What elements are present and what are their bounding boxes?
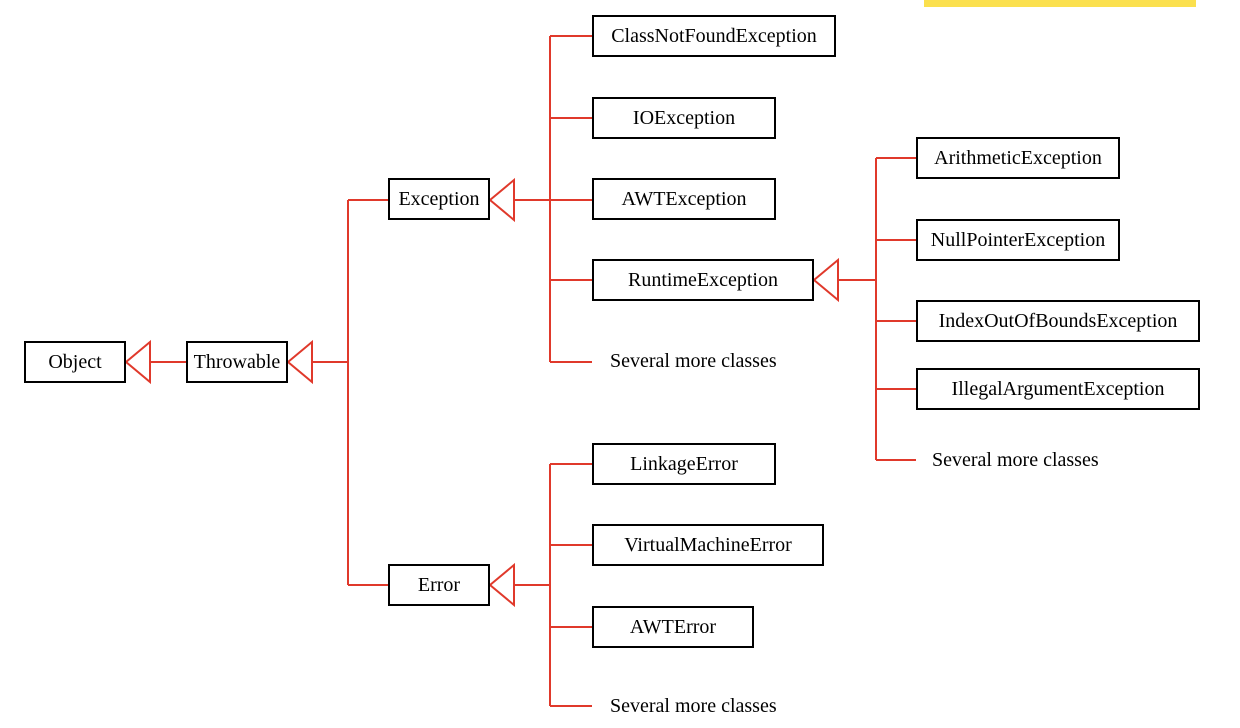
illegalargumentexception-box: IllegalArgumentException bbox=[916, 368, 1200, 410]
inheritance-arrow-exception bbox=[488, 177, 515, 223]
classnotfoundexception-box: ClassNotFoundException bbox=[592, 15, 836, 57]
awterror-box: AWTError bbox=[592, 606, 754, 648]
indexoutofboundsexception-box: IndexOutOfBoundsException bbox=[916, 300, 1200, 342]
object-class-box: Object bbox=[24, 341, 126, 383]
exception-class-box: Exception bbox=[388, 178, 490, 220]
throwable-class-box: Throwable bbox=[186, 341, 288, 383]
linkageerror-box: LinkageError bbox=[592, 443, 776, 485]
awtexception-box: AWTException bbox=[592, 178, 776, 220]
runtime-more-classes-label: Several more classes bbox=[932, 449, 1099, 471]
error-class-box: Error bbox=[388, 564, 490, 606]
highlight-tab bbox=[924, 0, 1196, 7]
inheritance-arrow-throwable bbox=[286, 339, 313, 385]
ioexception-box: IOException bbox=[592, 97, 776, 139]
virtualmachineerror-box: VirtualMachineError bbox=[592, 524, 824, 566]
arithmeticexception-box: ArithmeticException bbox=[916, 137, 1120, 179]
nullpointerexception-box: NullPointerException bbox=[916, 219, 1120, 261]
inheritance-arrow-runtime bbox=[812, 257, 839, 303]
runtimeexception-box: RuntimeException bbox=[592, 259, 814, 301]
exception-more-classes-label: Several more classes bbox=[610, 350, 777, 372]
inheritance-arrow-object bbox=[124, 339, 151, 385]
error-more-classes-label: Several more classes bbox=[610, 695, 777, 717]
inheritance-arrow-error bbox=[488, 562, 515, 608]
